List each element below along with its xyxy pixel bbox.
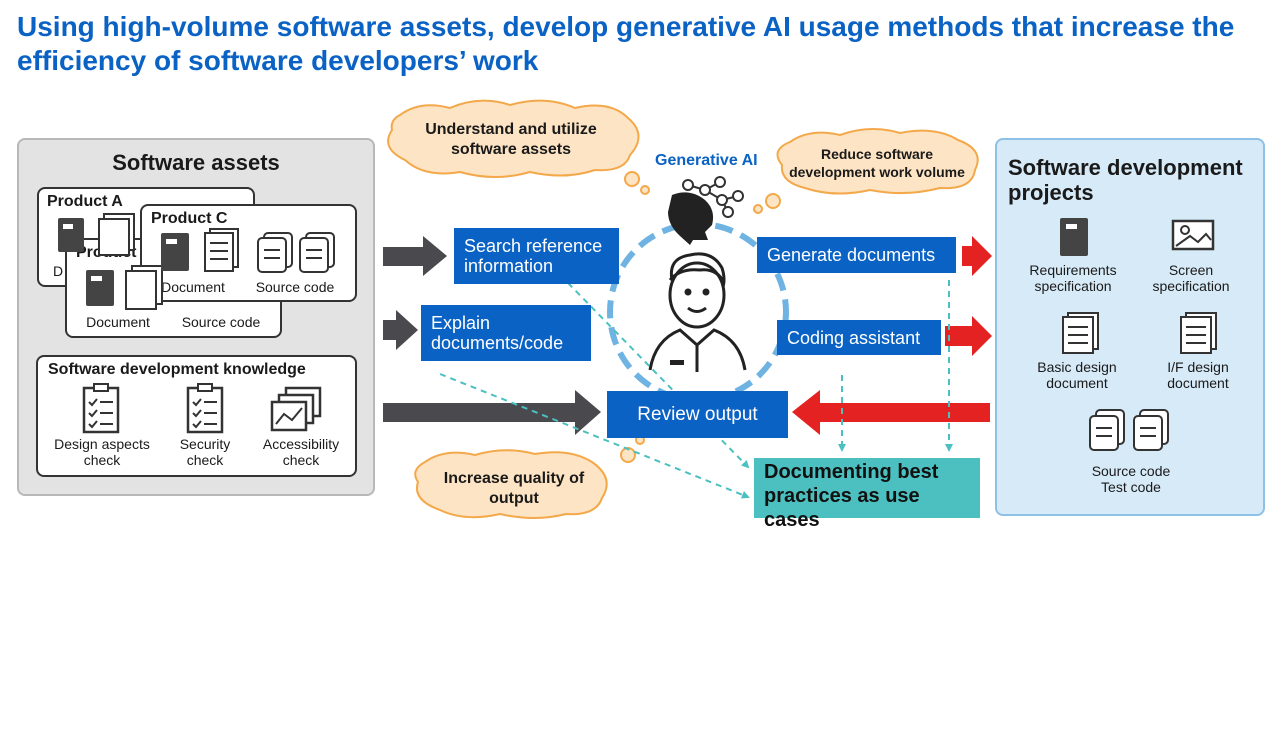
basic-design-doc-icon: [1062, 312, 1099, 354]
arrow-review: [383, 390, 601, 435]
bubble-dot: [640, 185, 650, 195]
search-reference-box: Search reference information: [454, 228, 619, 284]
developer-person-icon: [648, 252, 747, 372]
product-b-document-caption: Document: [86, 314, 150, 330]
product-c-document-caption: Document: [161, 279, 225, 295]
product-c-doc-icon: [204, 228, 239, 272]
screen-spec-caption: Screen specification: [1152, 262, 1230, 294]
design-aspects-checklist-icon: [82, 383, 120, 434]
product-a-doc-icon: [98, 213, 135, 256]
cloud-understand-text: Understand and utilize software assets: [425, 121, 597, 158]
security-checklist-icon: [186, 383, 224, 434]
cloud-understand: [387, 99, 640, 178]
generate-documents-box: Generate documents: [757, 237, 956, 273]
if-design-doc-icon: [1180, 312, 1217, 354]
security-caption: Security check: [179, 436, 231, 468]
coding-assistant-box: Coding assistant: [777, 320, 941, 355]
software-projects-panel: [995, 138, 1265, 516]
bubble-dot: [624, 171, 640, 187]
software-assets-title: Software assets: [112, 150, 280, 175]
product-c-label: Product C: [151, 210, 228, 227]
screen-image-icon: [1171, 219, 1215, 251]
product-b-source-caption: Source code: [181, 314, 261, 330]
source-test-code-icon: [1089, 409, 1169, 451]
page-title: Using high-volume software assets, devel…: [17, 11, 1235, 76]
explain-box: Explain documents/code: [421, 305, 591, 361]
bubble-dot: [620, 447, 636, 463]
if-design-caption: I/F design document: [1167, 359, 1229, 391]
bubble-dot: [753, 204, 763, 214]
product-b-book-icon: [86, 270, 114, 306]
arrow-generate: [962, 236, 992, 276]
basic-design-caption: Basic design document: [1037, 359, 1117, 391]
generative-ai-label: Generative AI: [655, 152, 758, 169]
product-a-label: Product A: [47, 193, 123, 210]
software-projects-title: Software development projects: [1008, 155, 1243, 205]
cloud-reduce: [776, 128, 979, 195]
product-b-doc-icon: [125, 265, 163, 310]
product-a-item: D: [53, 263, 64, 279]
requirements-caption: Requirements specification: [1029, 262, 1117, 294]
source-test-caption: Source code Test code: [1091, 463, 1171, 495]
best-practices-box: Documenting best practices as use cases: [754, 458, 980, 531]
cloud-reduce-text: Reduce software development work volume: [789, 146, 965, 180]
cloud-quality: [414, 449, 608, 519]
arrow-feedback: [792, 390, 990, 435]
arrow-coding: [945, 316, 992, 356]
ai-head-icon: [668, 176, 744, 245]
cloud-quality-text: Increase quality of output: [443, 470, 585, 507]
knowledge-title: Software development knowledge: [48, 361, 306, 378]
product-a-book-icon: [58, 218, 84, 252]
product-c-code-icon: [257, 232, 335, 273]
requirements-book-icon: [1060, 218, 1088, 256]
review-output-box: Review output: [607, 391, 788, 438]
accessibility-caption: Accessibility check: [262, 436, 340, 468]
arrow-explain: [383, 310, 418, 350]
bubble-dot: [765, 193, 781, 209]
design-aspects-caption: Design aspects check: [54, 436, 150, 468]
accessibility-screens-icon: [270, 386, 322, 432]
arrow-search: [383, 236, 447, 276]
product-c-source-caption: Source code: [255, 279, 335, 295]
product-c-book-icon: [161, 233, 189, 271]
